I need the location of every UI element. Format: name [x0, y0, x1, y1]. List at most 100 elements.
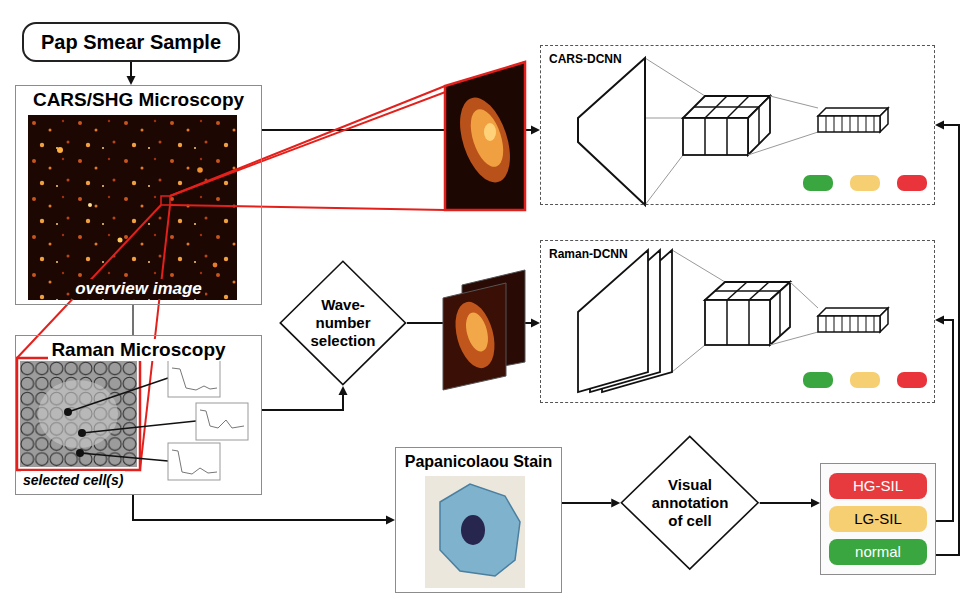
zoom-callout [140, 205, 170, 470]
connector [262, 386, 347, 410]
raman-cell-grid [17, 358, 140, 470]
raman-image-stack [462, 310, 492, 354]
raman-network [715, 290, 780, 292]
cars-network [880, 108, 888, 132]
pap-stain-image [461, 515, 485, 545]
raman-network [850, 372, 880, 388]
connector [935, 121, 959, 556]
arrowhead [611, 498, 620, 507]
node-label: HG-SIL [853, 477, 903, 495]
diamond-outline [622, 437, 759, 570]
connector [562, 498, 620, 507]
cars-network [645, 155, 683, 205]
arrowhead [531, 318, 540, 327]
microscopy-panel: CARS/SHG Microscopy overview image [15, 85, 262, 305]
raman-spectra [172, 450, 217, 474]
connector [760, 498, 820, 507]
connector-line [133, 495, 386, 520]
node-label: CARS/SHG Microscopy [30, 89, 247, 111]
zoom-callout [161, 196, 170, 205]
cars-network [897, 175, 927, 191]
arrowhead [338, 386, 347, 395]
connector-line [132, 305, 134, 335]
pap-stain-image [425, 476, 525, 588]
arrowhead [811, 498, 820, 507]
raman-network [672, 345, 705, 372]
raman-network [578, 250, 648, 392]
cars-network [694, 106, 759, 108]
image-label: selected cell(s) [21, 471, 125, 489]
node-label: Visual annotation of cell [648, 476, 732, 530]
diamond-outline [280, 261, 405, 384]
node-label: Raman-DCNN [549, 247, 628, 261]
cars-network [803, 175, 833, 191]
raman-network [818, 316, 880, 332]
network-box: Raman-DCNN [540, 240, 935, 403]
raman-spectra [168, 360, 220, 397]
raman-cell-grid [38, 380, 118, 448]
raman-image-stack [443, 283, 506, 390]
image-label: overview image [72, 279, 205, 299]
cars-overview-image [197, 167, 203, 173]
raman-cell-grid [17, 358, 140, 470]
start-box: Pap Smear Sample [22, 22, 240, 62]
raman-spectra [172, 368, 217, 390]
cars-overview-image [28, 115, 237, 300]
node-label: Wave-number selection [304, 296, 382, 350]
arrowhead [531, 126, 540, 135]
cars-network [818, 108, 888, 116]
cars-overview-image [213, 263, 218, 268]
raman-network [826, 316, 874, 332]
cars-network [578, 58, 927, 205]
raman-spectra [64, 360, 248, 480]
raman-network [790, 282, 818, 308]
zoom-callout [450, 91, 519, 188]
cars-network [578, 58, 645, 205]
cars-network [818, 116, 880, 132]
zoom-callout [170, 205, 445, 210]
cars-network [770, 96, 818, 108]
arrowhead [386, 516, 395, 525]
raman-spectra [80, 453, 168, 461]
connector [127, 62, 136, 85]
node-label: Raman Microscopy [48, 339, 228, 361]
raman-network [880, 308, 888, 332]
stain-panel: Papanicolaou Stain [395, 447, 562, 593]
raman-spectra [168, 443, 220, 480]
raman-spectra [76, 449, 84, 457]
node-label: Pap Smear Sample [41, 30, 221, 54]
cars-network [726, 118, 728, 155]
zoom-callout [464, 105, 509, 171]
raman-cell-grid [20, 361, 137, 467]
zoom-callout [17, 62, 525, 470]
raman-network [672, 250, 725, 282]
decision-diamond: Wave-number selection [279, 260, 407, 386]
cars-network [748, 96, 770, 155]
raman-network [726, 300, 728, 345]
raman-spectra [78, 429, 86, 437]
cars-network [683, 118, 748, 155]
cars-network [850, 175, 880, 191]
connector-line [262, 395, 343, 410]
cars-overview-image [118, 238, 123, 243]
zoom-callout [445, 62, 525, 210]
connector [935, 316, 953, 522]
connector-line [562, 502, 611, 504]
node-label: LG-SIL [854, 510, 902, 528]
cars-overview-image [88, 203, 92, 207]
zoom-callout [484, 123, 496, 141]
connector-line [760, 502, 811, 504]
pap-stain-image [425, 476, 525, 588]
raman-network [770, 332, 818, 345]
raman-network [705, 300, 770, 345]
raman-spectra [82, 421, 196, 433]
raman-spectra [68, 378, 168, 412]
class-pill: normal [829, 539, 927, 565]
raman-network [578, 250, 927, 392]
arrowhead [935, 316, 944, 325]
class-pill: LG-SIL [829, 506, 927, 532]
raman-network [803, 372, 833, 388]
raman-spectra [196, 403, 248, 440]
node-label: normal [855, 543, 901, 561]
raman-network [779, 291, 781, 336]
